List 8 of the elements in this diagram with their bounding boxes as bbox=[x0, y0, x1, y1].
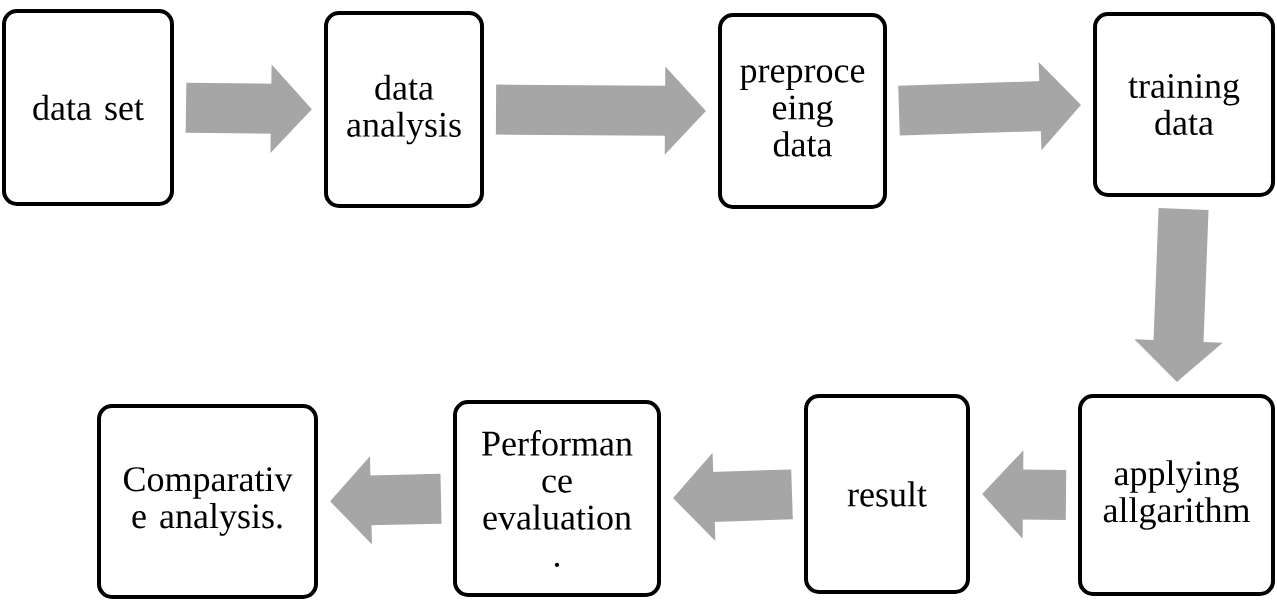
process-box: Comparativ e analysis. bbox=[97, 404, 318, 599]
process-box: data analysis bbox=[324, 11, 484, 208]
process-box: applying allgarithm bbox=[1078, 394, 1275, 596]
process-box: result bbox=[804, 394, 970, 594]
process-box: data set bbox=[2, 9, 174, 206]
process-box: training data bbox=[1093, 12, 1275, 197]
process-box: Performan ce evaluation . bbox=[453, 400, 661, 597]
process-box: preproce eing data bbox=[718, 13, 887, 209]
